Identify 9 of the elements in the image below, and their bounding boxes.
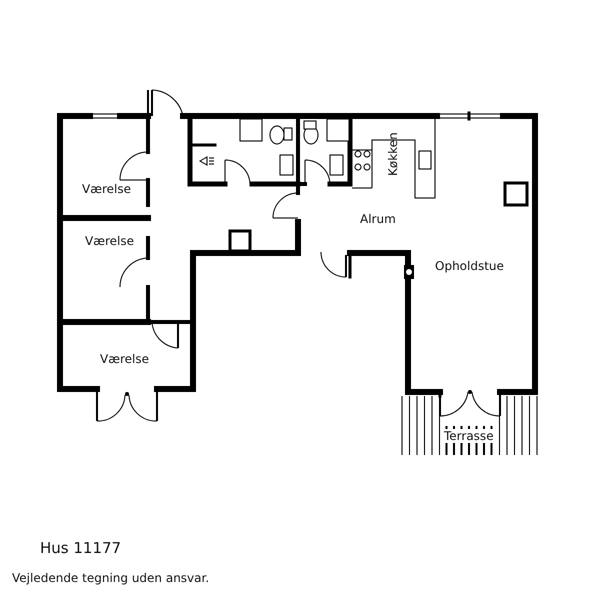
- room-label: Alrum: [360, 212, 396, 226]
- plan-title: Hus 11177: [40, 539, 122, 557]
- room-label: Opholdstue: [435, 259, 504, 273]
- room-label: Værelse: [85, 234, 134, 248]
- disclaimer-note: Vejledende tegning uden ansvar.: [12, 571, 210, 585]
- room-label: Terrasse: [442, 429, 496, 443]
- room-label: Værelse: [82, 182, 132, 196]
- room-label: Køkken: [386, 132, 400, 176]
- room-label: Værelse: [100, 352, 150, 366]
